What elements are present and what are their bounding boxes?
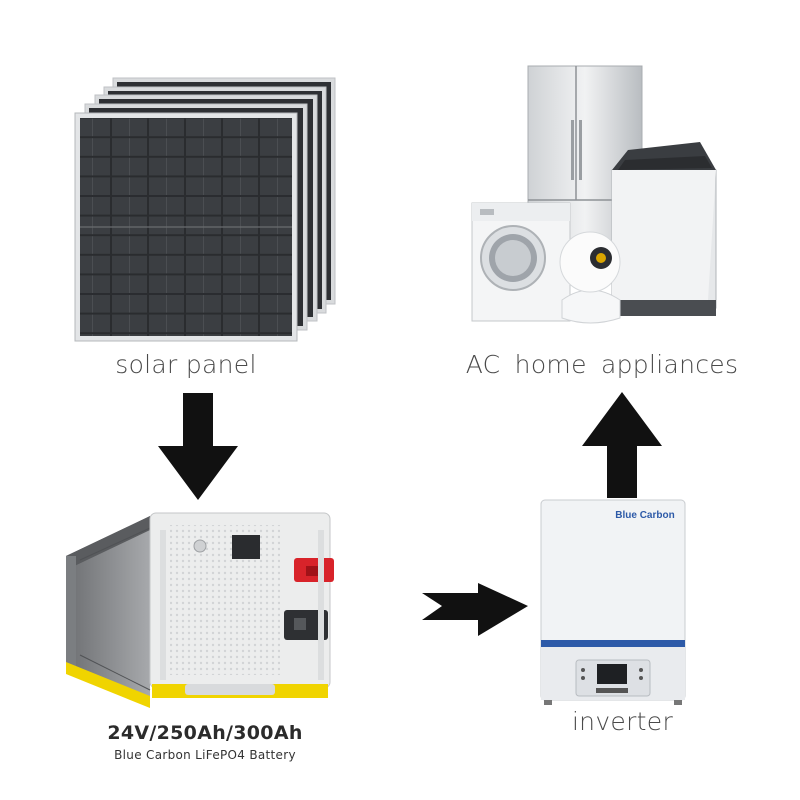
inverter-brand-logo: Blue Carbon — [615, 510, 675, 521]
arrow-right-battery-to-inverter — [422, 583, 528, 636]
arrow-up-inverter-to-appliances — [582, 392, 662, 498]
lifepo4-battery — [66, 512, 334, 708]
top-load-washer — [611, 142, 717, 317]
security-camera — [559, 231, 621, 324]
inverter-label: inverter — [571, 707, 674, 736]
inverter-unit — [540, 499, 686, 705]
battery-name-label: Blue Carbon LiFePO4 Battery — [114, 748, 296, 762]
arrow-down-solar-to-battery — [158, 393, 238, 500]
ac-home-appliances — [471, 65, 717, 324]
ac-home-appliances-label: AC home appliances — [465, 350, 739, 379]
battery-spec-label: 24V/250Ah/300Ah — [107, 722, 303, 744]
solar-panel-label: solar panel — [115, 350, 257, 379]
solar-panel-front — [74, 112, 298, 342]
front-load-washer — [471, 202, 571, 322]
solar-panel-stack — [74, 77, 336, 342]
